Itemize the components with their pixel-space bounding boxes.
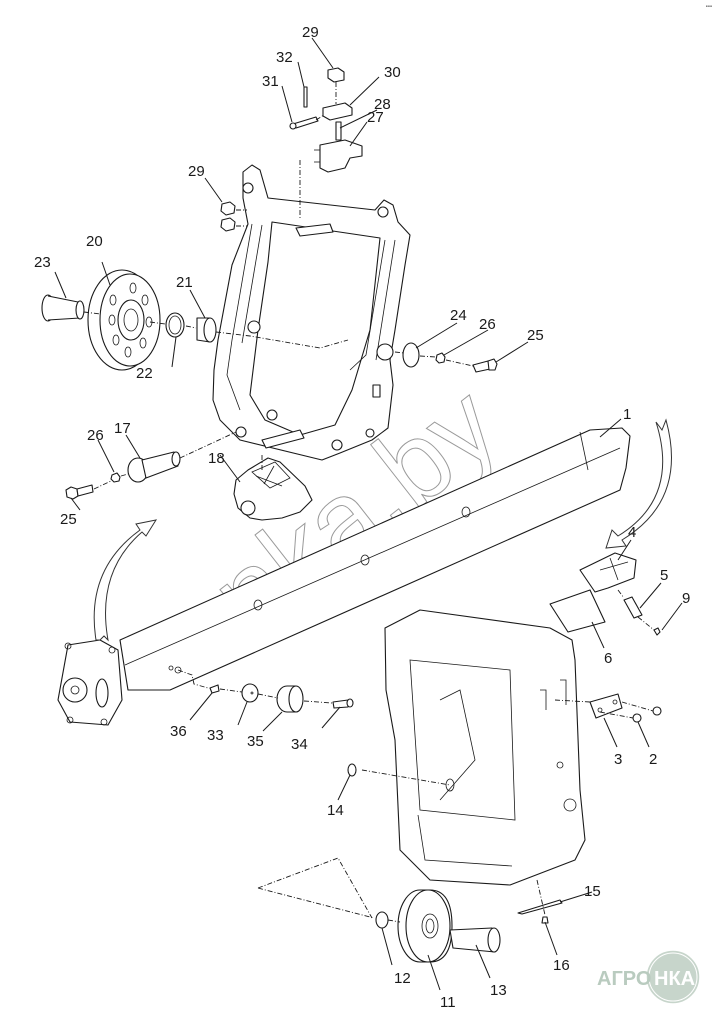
beam-end-assembly [57, 639, 123, 726]
callout-5: 5 [660, 567, 668, 584]
part-35-roller [276, 685, 304, 713]
part-34-bolt [332, 698, 354, 709]
callout-26-right: 26 [479, 316, 496, 333]
leader-lines [54, 37, 683, 991]
part-18-mount-block [233, 455, 313, 521]
part-25-bolt [472, 358, 498, 373]
right-parts-group [549, 552, 662, 723]
callout-2: 2 [649, 751, 657, 768]
housing [347, 609, 586, 886]
callout-4: 4 [628, 524, 636, 541]
callout-15: 15 [584, 883, 601, 900]
logo-text-left: АГРО [597, 968, 651, 990]
beam-fastener-group [177, 669, 354, 713]
part-2-screw [632, 706, 662, 723]
callout-26-left: 26 [87, 427, 104, 444]
part-27-block [319, 139, 363, 173]
wheel-group [41, 269, 349, 371]
part-5-pin [623, 596, 643, 619]
callout-11: 11 [440, 994, 456, 1011]
part-9-nut [653, 627, 661, 636]
part-25-bolt-left [65, 484, 94, 500]
part-20-wheel [87, 269, 161, 371]
part-13-shaft [449, 927, 501, 953]
top-assembly [289, 67, 363, 220]
callout-36: 36 [170, 723, 187, 740]
part-29-nuts [220, 201, 247, 232]
callout-27: 27 [367, 109, 384, 126]
callout-21: 21 [176, 274, 193, 291]
direction-arrow-right [605, 418, 672, 549]
callout-35: 35 [247, 733, 264, 750]
callout-34: 34 [291, 736, 308, 753]
part-32-cotter-pin [303, 86, 308, 108]
callout-32: 32 [276, 49, 293, 66]
right-fastener-group [394, 342, 498, 373]
callout-3: 3 [614, 751, 622, 768]
direction-arrow-left [93, 519, 158, 642]
agronka-logo: АГРО НКА [597, 949, 701, 1005]
part-30-clamp [322, 102, 353, 121]
callout-28: 28 [374, 96, 391, 113]
callout-14: 14 [327, 802, 344, 819]
callouts: 1 2 3 4 5 6 9 11 12 13 14 15 16 17 18 20… [34, 24, 690, 1011]
callout-18: 18 [208, 450, 225, 467]
part-29-nut [327, 67, 345, 83]
callout-16: 16 [553, 957, 570, 974]
part-17-axle [127, 451, 181, 483]
callout-13: 13 [490, 982, 507, 999]
corner-mark: ▪▪▪ [705, 4, 712, 10]
logo-text-right: НКА [654, 968, 695, 990]
part-26-nut-left [110, 472, 121, 483]
part-33-disc [241, 683, 259, 703]
callout-29-left: 29 [188, 163, 205, 180]
callout-31: 31 [262, 73, 279, 90]
part-4-end-cap [579, 552, 637, 593]
callout-29-top: 29 [302, 24, 319, 41]
part-6-plate [549, 589, 606, 633]
part-36-rivet [209, 684, 220, 694]
part-26-nut [435, 352, 446, 364]
part-28-stud [335, 121, 342, 141]
part-24-washer-plate [402, 342, 420, 368]
part-16-rivet [541, 916, 549, 924]
part-14-ring [347, 763, 357, 777]
callout-1: 1 [623, 406, 631, 423]
callout-25-left: 25 [60, 511, 77, 528]
bottom-group [257, 857, 563, 963]
callout-30: 30 [384, 64, 401, 81]
part-1-beam [119, 427, 631, 691]
part-23-hub-shaft [41, 294, 85, 322]
part-3-bracket-plate [589, 693, 623, 719]
callout-9: 9 [682, 590, 690, 607]
callout-6: 6 [604, 650, 612, 667]
callout-22: 22 [136, 365, 153, 382]
part-15-blade [517, 899, 563, 915]
callout-12: 12 [394, 970, 411, 987]
callout-24: 24 [450, 307, 467, 324]
callout-20: 20 [86, 233, 103, 250]
main-frame [212, 164, 411, 461]
callout-23: 23 [34, 254, 51, 271]
callout-17: 17 [114, 420, 131, 437]
callout-25-right: 25 [527, 327, 544, 344]
part-11-pulley-disc [397, 889, 453, 963]
part-21-bushing [196, 317, 217, 343]
callout-33: 33 [207, 727, 224, 744]
axle-group [65, 431, 237, 500]
part-31-pin [292, 116, 319, 129]
part-12-ring [375, 911, 389, 929]
